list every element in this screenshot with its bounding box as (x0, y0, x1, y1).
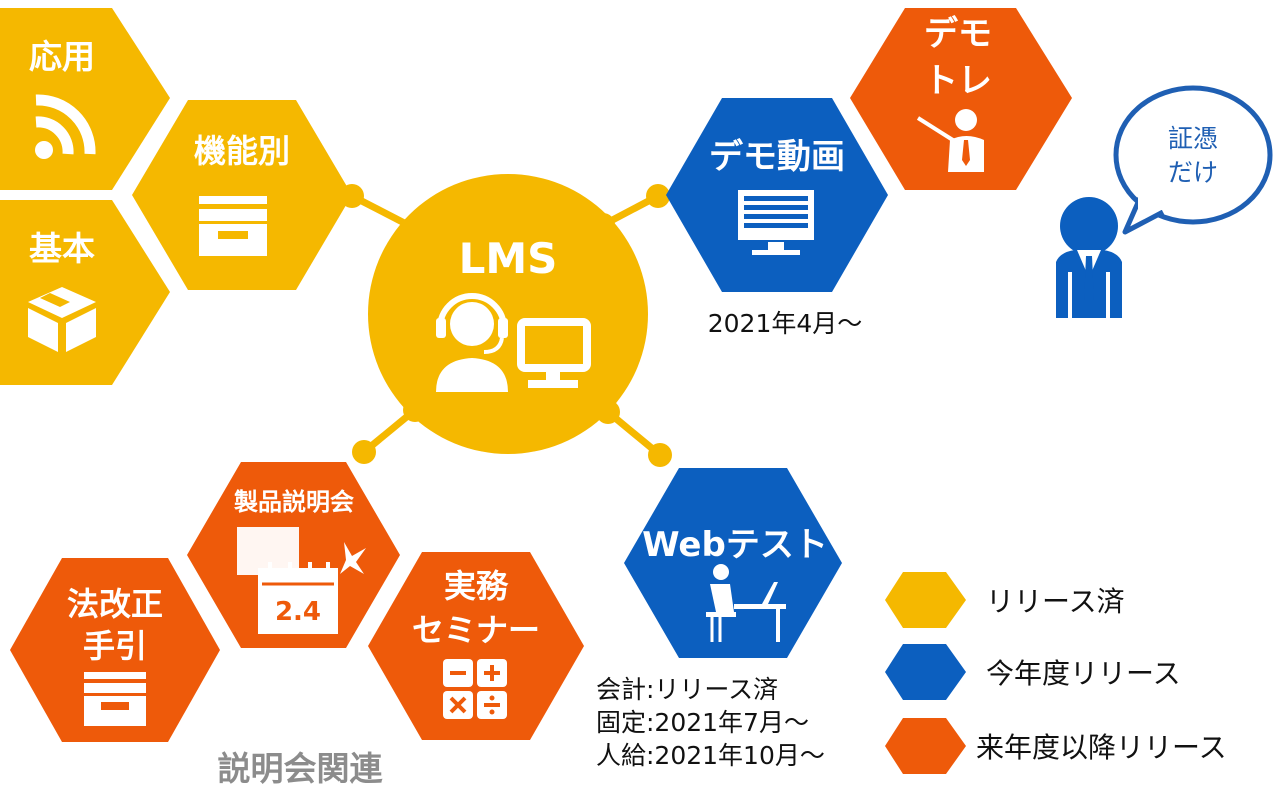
connector-node (352, 440, 376, 464)
connector-node (646, 184, 670, 208)
presenter-icon (916, 109, 984, 172)
bubble-line2: だけ (1168, 158, 1218, 187)
hex-houkaisei: 法改正 手引 (10, 558, 220, 742)
legend-swatch (885, 572, 966, 628)
legend-label: リリース済 (986, 585, 1125, 618)
archive-box-icon (84, 672, 146, 726)
calendar-icon (237, 527, 366, 634)
hex-shape (0, 8, 170, 190)
hex-shape (368, 552, 584, 740)
hex-label: 機能別 (194, 132, 290, 170)
demo-video-note: 2021年4月～ (708, 309, 863, 338)
lms-title: LMS (459, 234, 558, 283)
hex-kinoubetsu: 機能別 (132, 100, 352, 290)
package-box-icon (28, 287, 96, 352)
legend-item-released: リリース済 (885, 572, 1125, 628)
rss-icon (35, 94, 96, 159)
support-operator-icon (436, 293, 591, 392)
hex-shape (0, 200, 170, 385)
group-label: 説明会関連 (218, 749, 384, 785)
bubble-line1: 証憑 (1168, 124, 1218, 153)
hex-label-line1: 実務 (444, 567, 509, 605)
legend: リリース済 今年度リリース 来年度以降リリース (885, 572, 1227, 774)
hex-label: 応用 (29, 37, 95, 76)
hex-kihon: 基本 (0, 200, 170, 385)
web-test-note-2: 固定:2021年7月～ (596, 708, 809, 737)
legend-label: 今年度リリース (986, 657, 1181, 690)
connector-node (648, 443, 672, 467)
legend-label: 来年度以降リリース (976, 731, 1227, 764)
hex-label-line2: 手引 (83, 627, 147, 665)
hex-label: 製品説明会 (234, 488, 354, 516)
hex-label-line2: セミナー (412, 611, 540, 649)
legend-swatch (885, 644, 966, 700)
speech-bubble: 証憑 だけ (1113, 85, 1273, 235)
hex-label: 基本 (29, 229, 95, 268)
person-at-desk-icon (706, 564, 786, 642)
hex-label-line1: 法改正 (67, 585, 163, 623)
calendar-date: 2.4 (275, 597, 321, 627)
hex-label-line1: デモ (924, 14, 992, 54)
web-test-note-1: 会計:リリース済 (596, 675, 778, 704)
hex-label-line2: トレ (924, 61, 992, 101)
hex-seminar-product: 製品説明会 2.4 (187, 462, 400, 648)
legend-swatch (885, 718, 966, 774)
hex-web-test: Webテスト (624, 468, 842, 658)
hex-label: Webテスト (642, 525, 828, 565)
hex-demo-training: デモ トレ (850, 8, 1072, 190)
legend-item-this-year: 今年度リリース (885, 644, 1181, 700)
hex-demo-video: デモ動画 (666, 98, 888, 292)
web-test-note-3: 人給:2021年10月～ (596, 741, 825, 770)
businessman-icon (1056, 197, 1122, 318)
archive-box-icon (199, 196, 267, 256)
calculator-icon (443, 659, 507, 719)
hex-shape (132, 100, 352, 290)
hex-shape (850, 8, 1072, 190)
lms-circle (368, 174, 648, 454)
lms-center: LMS (368, 174, 648, 454)
hex-jitsumu: 実務 セミナー (368, 552, 584, 740)
hex-shape (10, 558, 220, 742)
hex-ouyou: 応用 (0, 8, 170, 190)
hex-label: デモ動画 (709, 137, 845, 177)
hex-shape (624, 468, 842, 658)
legend-item-next-year: 来年度以降リリース (885, 718, 1227, 774)
monitor-screen-icon (738, 190, 814, 255)
